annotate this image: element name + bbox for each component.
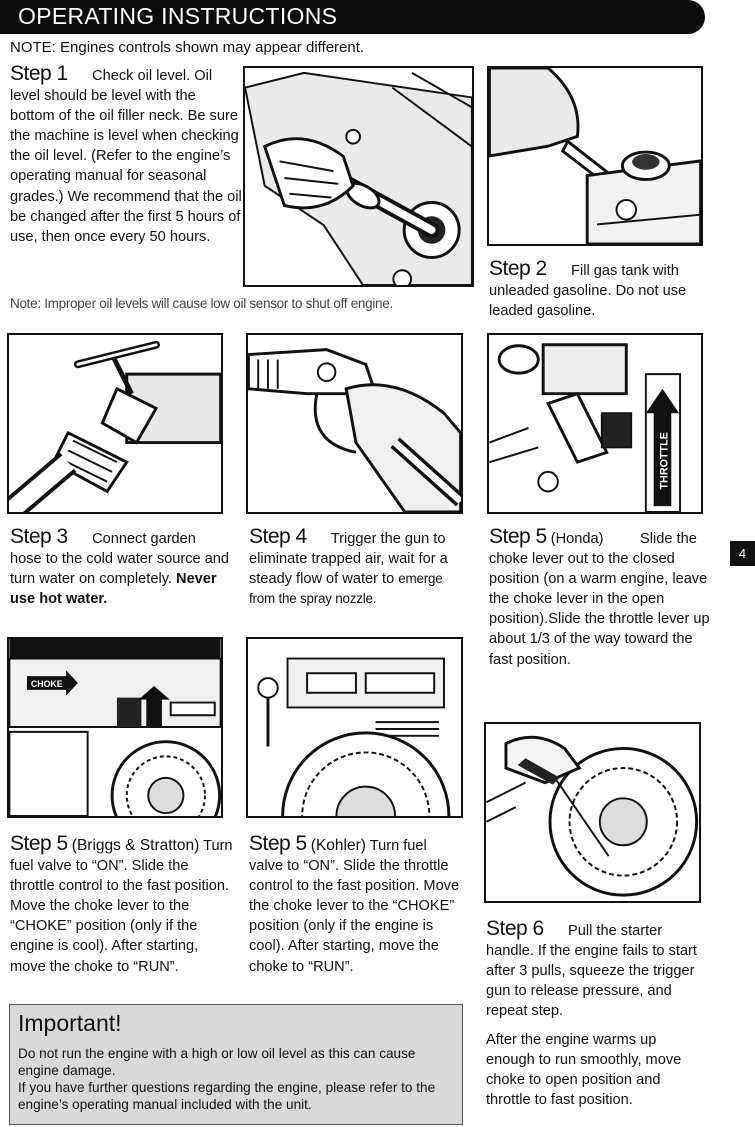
step5-honda-block: Step 5 (Honda) Slide the choke lever out… xyxy=(489,525,713,670)
step6-label: Step 6 xyxy=(486,917,544,940)
step4-block: Step 4 Trigger the gun to eliminate trap… xyxy=(249,525,463,609)
step6-followup: After the engine warms up enough to run … xyxy=(486,1032,682,1109)
garden-hose-tap-illustration xyxy=(7,333,223,514)
step5-kohler-label: Step 5 xyxy=(249,832,307,855)
step3-text: Connect garden hose to the cold water so… xyxy=(10,531,230,588)
step5-briggs-block: Step 5 (Briggs & Stratton) Turn fuel val… xyxy=(10,832,234,977)
step3-block: Step 3 Connect garden hose to the cold w… xyxy=(10,525,230,609)
step3-warning: Never use hot water. xyxy=(10,571,217,608)
step5-kohler-text: Turn fuel valve to “ON”. Slide the throt… xyxy=(249,838,460,975)
step6-block: Step 6 Pull the starter handle. If the e… xyxy=(486,917,706,1021)
important-box: Important! Do not run the engine with a … xyxy=(9,1004,463,1125)
step4-text-tail: emerge from the spray nozzle. xyxy=(249,571,443,607)
gas-tank-illustration xyxy=(487,66,703,246)
throttle-label: THROTTLE xyxy=(658,432,670,489)
oil-dipstick-illustration xyxy=(243,66,474,287)
choke-label: CHOKE xyxy=(31,679,63,689)
page-title: OPERATING INSTRUCTIONS xyxy=(18,3,338,29)
step5-briggs-label: Step 5 xyxy=(10,832,68,855)
step6-text: Pull the starter handle. If the engine f… xyxy=(486,923,697,1020)
kohler-fuel-illustration xyxy=(246,637,463,818)
step1-text: Check oil level. Oil level should be lev… xyxy=(10,68,242,245)
step5-honda-sub: (Honda) xyxy=(550,531,604,547)
step2-block: Step 2 Fill gas tank with unleaded gasol… xyxy=(489,257,704,321)
step2-label: Step 2 xyxy=(489,257,547,280)
step4-text: Trigger the gun to eliminate trapped air… xyxy=(249,531,448,588)
step1-label: Step 1 xyxy=(10,62,68,85)
step5-kohler-block: Step 5 (Kohler) Turn fuel valve to “ON”.… xyxy=(249,832,463,977)
page-number: 4 xyxy=(730,541,755,566)
step2-text: Fill gas tank with unleaded gasoline. Do… xyxy=(489,263,687,320)
oil-level-warning: Note: Improper oil levels will cause low… xyxy=(10,296,393,311)
honda-throttle-illustration: THROTTLE xyxy=(487,333,703,514)
step5-kohler-sub: (Kohler) xyxy=(310,837,366,854)
briggs-choke-illustration: CHOKE xyxy=(7,637,223,818)
step5-honda-label: Step 5 xyxy=(489,525,547,548)
step5-briggs-sub: (Briggs & Stratton) xyxy=(71,837,200,854)
important-paragraph-1: Do not run the engine with a high or low… xyxy=(18,1046,416,1078)
engine-note: NOTE: Engines controls shown may appear … xyxy=(10,39,365,56)
step5-briggs-text: Turn fuel valve to “ON”. Slide the throt… xyxy=(10,838,233,975)
step1-block: Step 1 Check oil level. Oil level should… xyxy=(10,62,242,247)
trigger-gun-illustration xyxy=(246,333,463,514)
important-title: Important! xyxy=(18,1010,122,1036)
section-banner: OPERATING INSTRUCTIONS xyxy=(0,0,705,34)
step5-honda-text: Slide the choke lever out to the closed … xyxy=(489,531,710,668)
step4-label: Step 4 xyxy=(249,525,307,548)
important-paragraph-2: If you have further questions regarding … xyxy=(18,1080,436,1112)
starter-handle-illustration xyxy=(484,722,701,903)
step3-label: Step 3 xyxy=(10,525,68,548)
